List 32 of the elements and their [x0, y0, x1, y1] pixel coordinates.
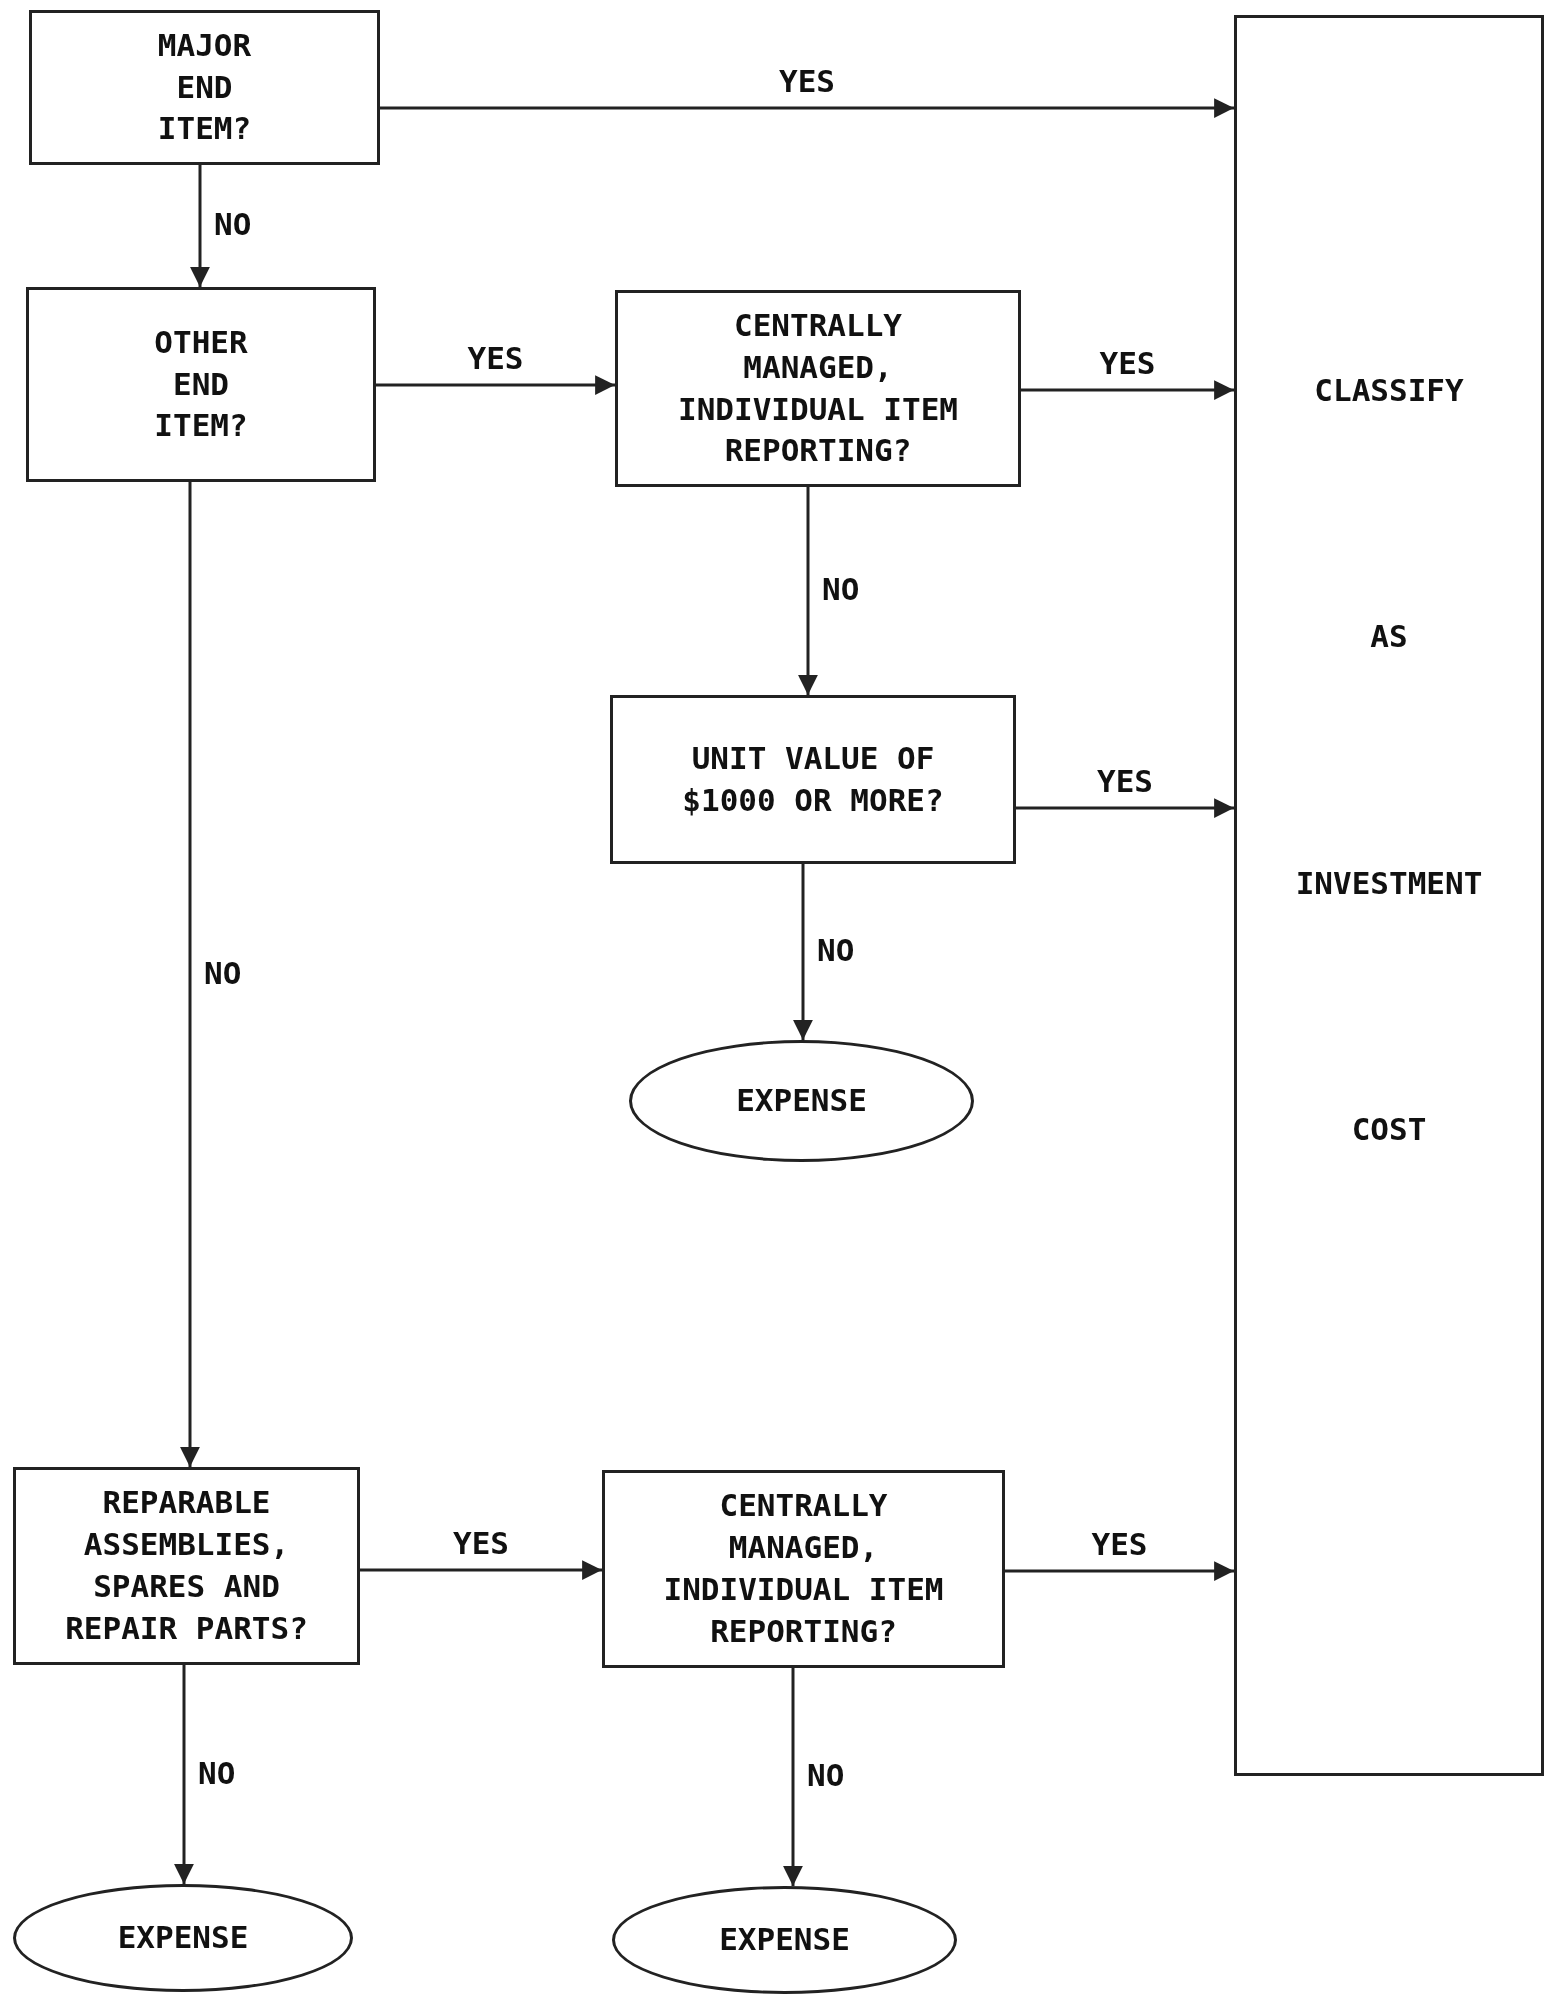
node-text: EXPENSE	[117, 1918, 249, 1958]
decision-box	[26, 287, 376, 482]
arrow	[376, 375, 615, 395]
node-text: EXPENSE	[736, 1081, 867, 1121]
arrow	[1005, 1561, 1234, 1581]
arrow	[380, 98, 1234, 118]
arrow	[798, 487, 818, 695]
result-box	[1234, 15, 1544, 1776]
node-text: CLASSIFY	[1314, 371, 1464, 411]
node-text: MAJOR END ITEM?	[156, 25, 253, 149]
node-text: COST	[1351, 1109, 1427, 1149]
node-text: CENTRALLY MANAGED, INDIVIDUAL ITEM REPORTING?	[662, 1486, 945, 1651]
node-text: CENTRALLY MANAGED, INDIVIDUAL ITEM REPORTING?	[677, 305, 959, 471]
arrow	[360, 1560, 602, 1580]
decision-box	[615, 290, 1021, 487]
arrow	[793, 864, 813, 1040]
decision-box	[610, 695, 1016, 864]
decision-box	[13, 1467, 360, 1665]
arrow	[190, 165, 210, 287]
decision-box	[602, 1470, 1005, 1668]
node-text: OTHER END ITEM?	[153, 322, 249, 446]
decision-box	[29, 10, 380, 165]
node-text: UNIT VALUE OF $1000 OR MORE?	[681, 738, 945, 820]
arrow	[174, 1665, 194, 1884]
node-text: REPARABLE ASSEMBLIES, SPARES AND REPAIR PARTS?	[65, 1483, 308, 1648]
arrow	[783, 1668, 803, 1886]
arrow	[180, 482, 200, 1467]
node-text: INVESTMENT	[1295, 863, 1483, 903]
arrow	[1016, 798, 1234, 818]
node-text: AS	[1370, 617, 1408, 657]
arrow	[1021, 380, 1234, 400]
node-text: EXPENSE	[719, 1920, 850, 1960]
